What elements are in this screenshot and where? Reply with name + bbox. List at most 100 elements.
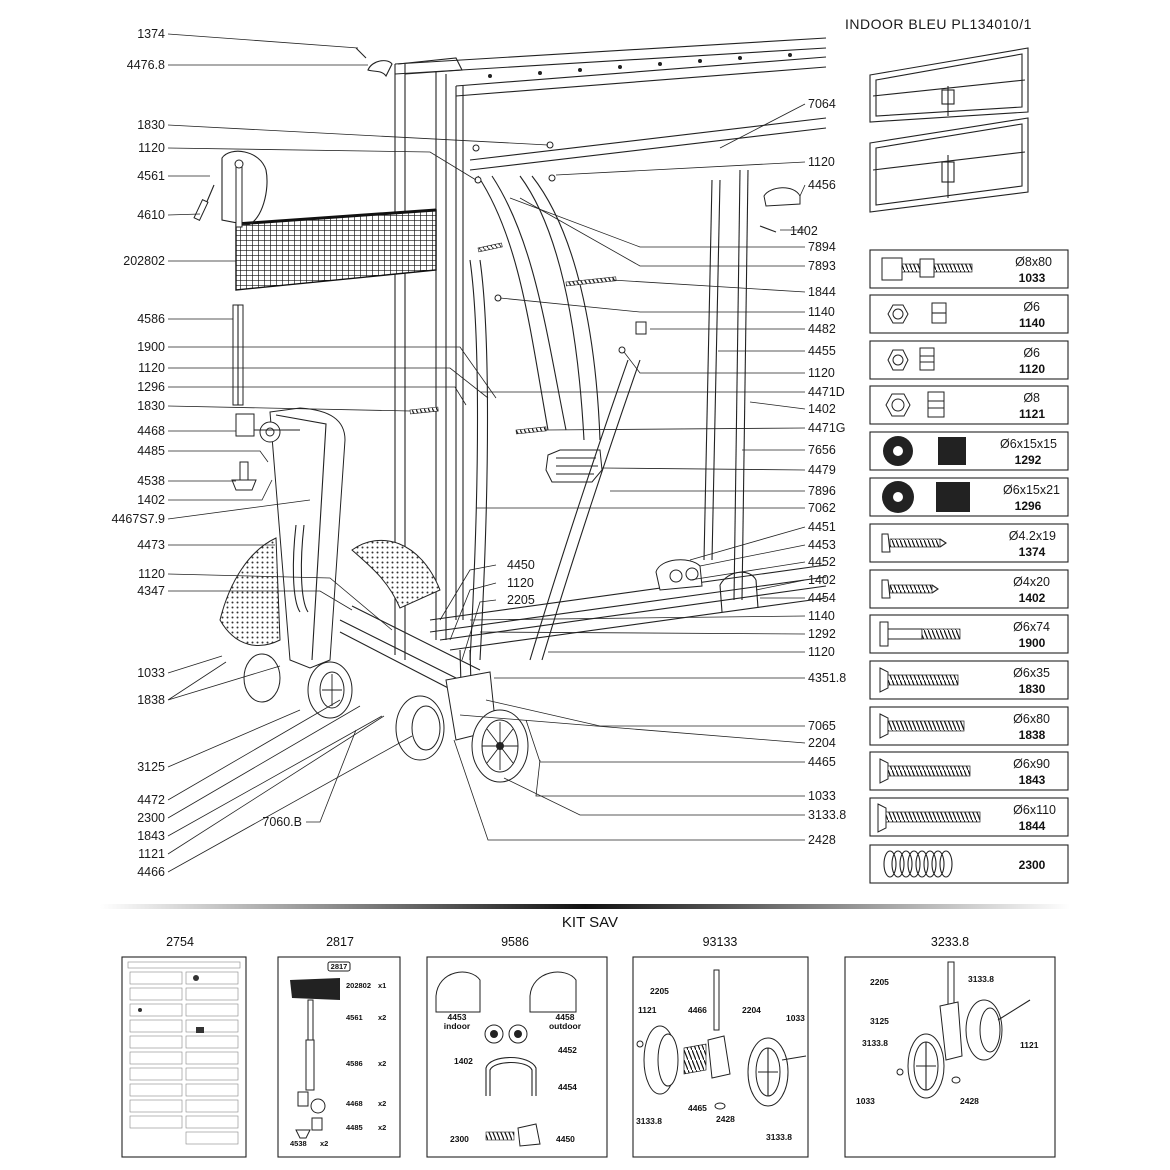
kit-2817-tag: 2817	[331, 962, 348, 971]
callout-7064: 7064	[808, 97, 836, 111]
svg-text:x2: x2	[320, 1139, 328, 1148]
svg-text:1121: 1121	[638, 1005, 657, 1015]
svg-text:4538: 4538	[290, 1139, 307, 1148]
bolt-icon	[879, 667, 959, 693]
hw-size-1121: Ø8	[1023, 391, 1040, 405]
callout-1402: 1402	[137, 493, 165, 507]
callout-1140: 1140	[808, 305, 835, 319]
callout-3125: 3125	[137, 760, 165, 774]
svg-text:x2: x2	[378, 1059, 386, 1068]
washer-icon	[883, 436, 966, 466]
svg-text:1121: 1121	[1020, 1040, 1039, 1050]
svg-text:4561: 4561	[346, 1013, 363, 1022]
callout-1033: 1033	[808, 789, 836, 803]
table-frame	[394, 37, 827, 660]
callout-4351-8: 4351.8	[808, 671, 846, 685]
svg-text:3133.8: 3133.8	[968, 974, 994, 984]
svg-text:3133.8: 3133.8	[636, 1116, 662, 1126]
svg-text:x2: x2	[378, 1123, 386, 1132]
callout-202802: 202802	[123, 254, 165, 268]
callout-1374: 1374	[137, 27, 165, 41]
svg-text:4458: 4458	[556, 1012, 575, 1022]
svg-text:x2: x2	[378, 1099, 386, 1108]
callout-4466: 4466	[137, 865, 165, 879]
hw-size-1296: Ø6x15x21	[1003, 483, 1060, 497]
callout-1900: 1900	[137, 340, 165, 354]
lock-nut-icon	[887, 347, 935, 371]
callout-4471G: 4471G	[808, 421, 846, 435]
clip-4456	[759, 187, 801, 233]
bolt-icon	[879, 758, 971, 784]
svg-text:4453: 4453	[448, 1012, 467, 1022]
callout-1033: 1033	[137, 666, 165, 680]
left-callouts: 1374 4476.8 1830 1120 4561 4610 202802 4…	[111, 27, 534, 879]
lock-nut-icon	[885, 391, 945, 418]
hw-ref-1900: 1900	[1019, 636, 1046, 650]
callout-1121: 1121	[138, 847, 165, 861]
svg-text:x2: x2	[378, 1013, 386, 1022]
callout-1120: 1120	[138, 361, 165, 375]
net-post-4586	[232, 304, 244, 406]
svg-text:2205: 2205	[650, 986, 669, 996]
hw-ref-1296: 1296	[1015, 499, 1042, 513]
callout-1120: 1120	[808, 155, 835, 169]
hw-ref-1830: 1830	[1019, 682, 1046, 696]
callout-7062: 7062	[808, 501, 836, 515]
callout-1120: 1120	[138, 567, 165, 581]
callout-4452: 4452	[808, 555, 836, 569]
callout-1120: 1120	[808, 645, 835, 659]
kit-number-3233-8: 3233.8	[931, 935, 969, 949]
svg-text:4450: 4450	[556, 1134, 575, 1144]
kit-sav-title: KIT SAV	[562, 914, 618, 931]
svg-text:4454: 4454	[558, 1082, 577, 1092]
svg-text:4466: 4466	[688, 1005, 707, 1015]
callout-4610: 4610	[137, 208, 165, 222]
svg-text:1033: 1033	[786, 1013, 805, 1023]
svg-text:4452: 4452	[558, 1045, 577, 1055]
callout-1402: 1402	[808, 573, 836, 587]
callout-4468: 4468	[137, 424, 165, 438]
callout-2205: 2205	[507, 593, 535, 607]
callout-4454: 4454	[808, 591, 836, 605]
section-divider	[100, 904, 1070, 909]
callout-4561: 4561	[137, 169, 165, 183]
hex-nut-icon	[887, 302, 947, 324]
callout-1120: 1120	[138, 141, 165, 155]
svg-text:2300: 2300	[450, 1134, 469, 1144]
corner-clip-assembly	[655, 559, 759, 613]
kit-box-9586: 4453 indoor 4458 outdoor 4452 1402 4454 …	[426, 956, 608, 1158]
callout-2300: 2300	[137, 811, 165, 825]
callout-1296: 1296	[137, 380, 165, 394]
callout-1830: 1830	[137, 118, 165, 132]
callout-1120: 1120	[507, 576, 534, 590]
hw-ref-1838: 1838	[1019, 728, 1046, 742]
table-half-thumbnail-1	[869, 47, 1029, 123]
callout-7894: 7894	[808, 240, 836, 254]
hw-ref-1402: 1402	[1019, 591, 1046, 605]
svg-text:3133.8: 3133.8	[766, 1132, 792, 1142]
hw-ref-1374: 1374	[1019, 545, 1046, 559]
screw-icon	[881, 579, 939, 599]
hw-size-1900: Ø6x74	[1013, 620, 1050, 634]
callout-1843: 1843	[137, 829, 165, 843]
callout-1402: 1402	[808, 402, 836, 416]
hw-size-1830: Ø6x35	[1013, 666, 1050, 680]
svg-text:3133.8: 3133.8	[862, 1038, 888, 1048]
diagram-title: INDOOR BLEU PL134010/1	[845, 16, 1032, 32]
kit-sav-section: KIT SAV 2754 2817 9586 93133 3233.8	[100, 904, 1070, 1158]
callout-3133-8: 3133.8	[808, 808, 846, 822]
callout-4456: 4456	[808, 178, 836, 192]
callout-4465: 4465	[808, 755, 836, 769]
table-half-thumbnail-2	[869, 117, 1029, 213]
spring-icon	[883, 850, 953, 878]
hw-size-1140: Ø6	[1023, 300, 1040, 314]
leader-lines	[167, 33, 806, 873]
hw-size-1838: Ø6x80	[1013, 712, 1050, 726]
hw-ref-1844: 1844	[1019, 819, 1046, 833]
callout-4467S7-9: 4467S7.9	[111, 512, 165, 526]
callout-4586: 4586	[137, 312, 165, 326]
bolt-icon	[877, 803, 981, 833]
kit-box-3233-8: 2205 3133.8 3125 1121 3133.8 1033 2428	[844, 956, 1056, 1158]
callout-4472: 4472	[137, 793, 165, 807]
